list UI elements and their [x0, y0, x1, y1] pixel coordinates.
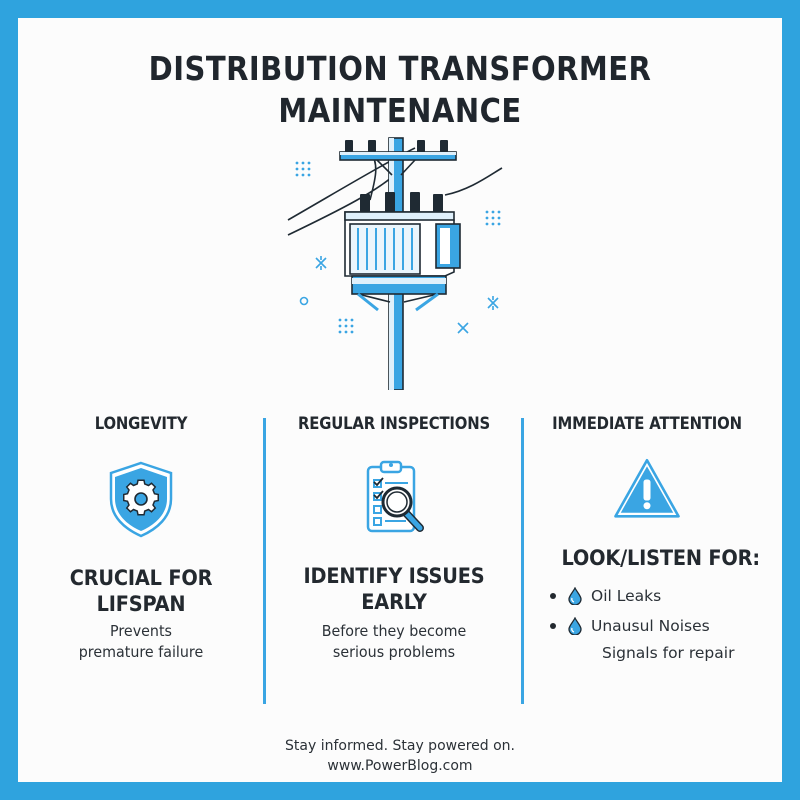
- footer: Stay informed. Stay powered on. www.Powe…: [18, 736, 782, 776]
- infographic-card: DISTRIBUTION TRANSFORMER MAINTENANCE: [18, 18, 782, 782]
- list-item-label: Oil Leaks: [591, 586, 662, 605]
- column-sub-text: Before they become serious problems: [321, 622, 467, 661]
- decorative-dots: [295, 161, 501, 334]
- warning-triangle-icon: [614, 458, 680, 518]
- clipboard-magnifier-icon: [366, 460, 424, 533]
- utility-pole-transformer-icon: [287, 137, 503, 390]
- shield-gear-icon: [109, 461, 173, 538]
- bullet-icon: [550, 593, 556, 599]
- warning-signs-list: Oil Leaks Unausul Noises: [524, 581, 770, 641]
- signals-note: Signals for repair: [602, 644, 735, 662]
- column-heading: REGULAR INSPECTIONS: [298, 414, 490, 433]
- immediate-attention-column: IMMEDIATE ATTENTION LOOK/LISTEN FOR: Oil…: [524, 413, 770, 664]
- column-heading: IMMEDIATE ATTENTION: [552, 414, 742, 433]
- list-item: Oil Leaks: [550, 581, 770, 611]
- footer-tagline: Stay informed. Stay powered on.: [285, 738, 515, 754]
- column-main-text: IDENTIFY ISSUES EARLY: [303, 564, 485, 614]
- column-heading: LONGEVITY: [94, 414, 188, 433]
- droplet-icon: [568, 617, 582, 635]
- regular-inspections-column: REGULAR INSPECTIONS IDENTIFY ISSUES EARL…: [266, 413, 522, 663]
- bullet-icon: [550, 623, 556, 629]
- list-item: Unausul Noises: [550, 611, 770, 641]
- column-divider: [263, 418, 266, 704]
- column-main-text: CRUCIAL FOR LIFSPAN: [69, 566, 213, 616]
- longevity-column: LONGEVITY CRUCIAL FOR LIFSPAN Prevents p…: [18, 413, 264, 663]
- title-line-1: DISTRIBUTION TRANSFORMER: [148, 49, 652, 88]
- footer-website-link[interactable]: www.PowerBlog.com: [327, 758, 473, 774]
- look-listen-heading: LOOK/LISTEN FOR:: [561, 546, 760, 570]
- column-sub-text: Prevents premature failure: [78, 622, 204, 661]
- title-line-2: MAINTENANCE: [278, 91, 522, 130]
- column-divider: [521, 418, 524, 704]
- droplet-icon: [568, 587, 582, 605]
- page-title: DISTRIBUTION TRANSFORMER MAINTENANCE: [64, 48, 736, 132]
- sparkle-marks: [299, 256, 499, 334]
- list-item-label: Unausul Noises: [591, 616, 710, 635]
